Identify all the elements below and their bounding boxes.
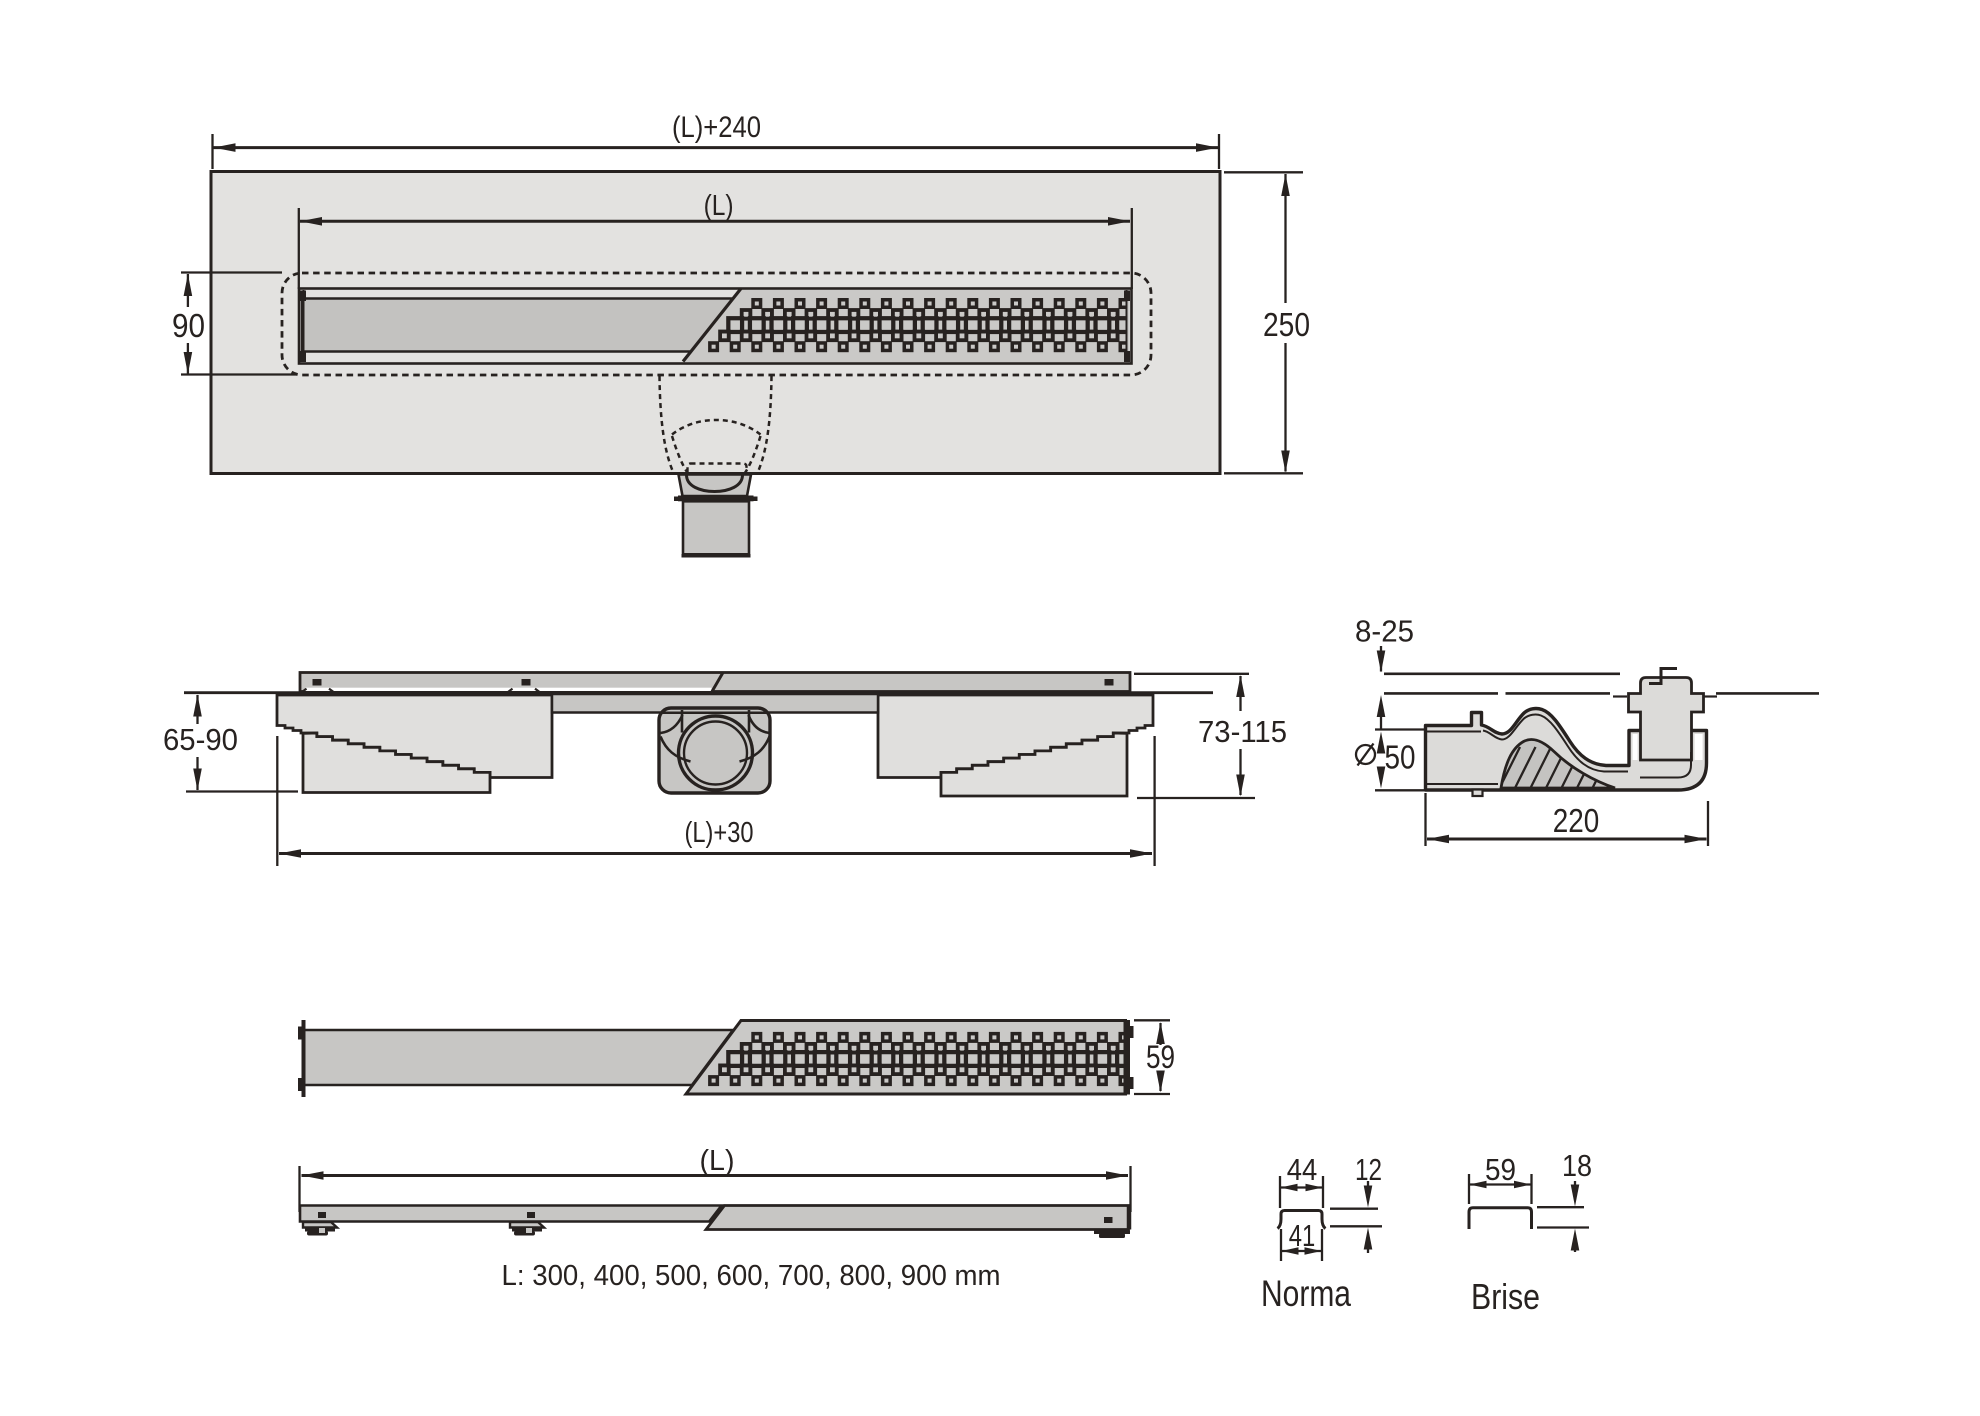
svg-text:220: 220 xyxy=(1553,802,1600,839)
svg-text:12: 12 xyxy=(1355,1152,1382,1187)
svg-text:44: 44 xyxy=(1287,1152,1318,1187)
svg-text:73-115: 73-115 xyxy=(1198,714,1287,749)
svg-text:(L): (L) xyxy=(700,1145,735,1177)
svg-text:90: 90 xyxy=(172,307,205,344)
svg-text:65-90: 65-90 xyxy=(163,722,238,757)
svg-text:(L): (L) xyxy=(704,190,734,222)
svg-text:Norma: Norma xyxy=(1261,1273,1351,1314)
svg-text:L: 300, 400, 500, 600, 700, 80: L: 300, 400, 500, 600, 700, 800, 900 mm xyxy=(502,1260,1001,1292)
svg-text:(L)+240: (L)+240 xyxy=(672,111,761,144)
svg-text:(L)+30: (L)+30 xyxy=(685,817,754,849)
svg-text:50: 50 xyxy=(1385,739,1416,776)
svg-text:250: 250 xyxy=(1263,306,1310,343)
svg-text:18: 18 xyxy=(1562,1148,1592,1183)
svg-text:Brise: Brise xyxy=(1471,1276,1540,1317)
svg-text:59: 59 xyxy=(1485,1152,1516,1187)
svg-text:41: 41 xyxy=(1289,1218,1316,1253)
svg-text:8-25: 8-25 xyxy=(1355,614,1414,649)
svg-text:59: 59 xyxy=(1146,1039,1175,1075)
